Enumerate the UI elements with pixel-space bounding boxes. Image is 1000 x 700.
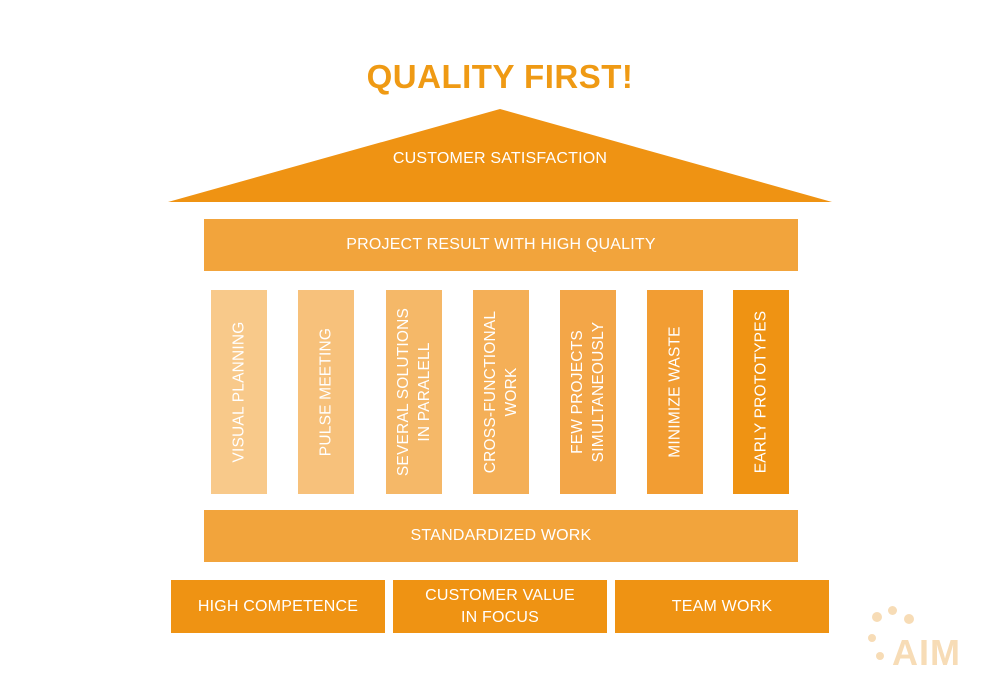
pillar-visual-planning: VISUAL PLANNING (211, 290, 267, 494)
pillar-label: CROSS-FUNCTIONAL WORK (482, 310, 520, 474)
pillar-minimize-waste: MINIMIZE WASTE (647, 290, 703, 494)
logo-dot (876, 652, 884, 660)
foundation-high-competence: HIGH COMPETENCE (171, 580, 385, 633)
logo-dot (904, 614, 914, 624)
pillar-cross-functional: CROSS-FUNCTIONAL WORK (473, 290, 529, 494)
pillar-label: EARLY PROTOTYPES (752, 310, 770, 474)
pillar-pulse-meeting: PULSE MEETING (298, 290, 354, 494)
project-result-band: PROJECT RESULT WITH HIGH QUALITY (204, 219, 798, 271)
roof (168, 109, 832, 203)
foundation-label: TEAM WORK (671, 597, 773, 615)
logo-text: AIM (892, 632, 961, 673)
pillar-label: PULSE MEETING (317, 327, 335, 457)
foundation-customer-value: CUSTOMER VALUE IN FOCUS (393, 580, 607, 633)
standardized-work-band: STANDARDIZED WORK (204, 510, 798, 562)
pillar-label: FEW PROJECTS SIMULTANEOUSLY (569, 321, 607, 463)
pillar-several-solutions: SEVERAL SOLUTIONS IN PARALELL (386, 290, 442, 494)
pillar-label: SEVERAL SOLUTIONS IN PARALELL (395, 307, 433, 477)
pillar-label: MINIMIZE WASTE (666, 326, 684, 458)
logo-dot (868, 634, 876, 642)
pillar-few-projects: FEW PROJECTS SIMULTANEOUSLY (560, 290, 616, 494)
aim-logo: AIM (866, 606, 976, 676)
diagram-title: QUALITY FIRST! (366, 58, 634, 95)
project-result-label: PROJECT RESULT WITH HIGH QUALITY (346, 236, 656, 253)
standardized-work-label: STANDARDIZED WORK (410, 527, 592, 544)
pillar-label: VISUAL PLANNING (230, 321, 248, 463)
roof-label: CUSTOMER SATISFACTION (392, 150, 608, 167)
foundation-team-work: TEAM WORK (615, 580, 829, 633)
foundation-label: HIGH COMPETENCE (197, 597, 359, 615)
logo-dot (888, 606, 897, 615)
pillar-early-prototypes: EARLY PROTOTYPES (733, 290, 789, 494)
logo-dot (872, 612, 882, 622)
foundation-label: CUSTOMER VALUE IN FOCUS (425, 586, 575, 626)
